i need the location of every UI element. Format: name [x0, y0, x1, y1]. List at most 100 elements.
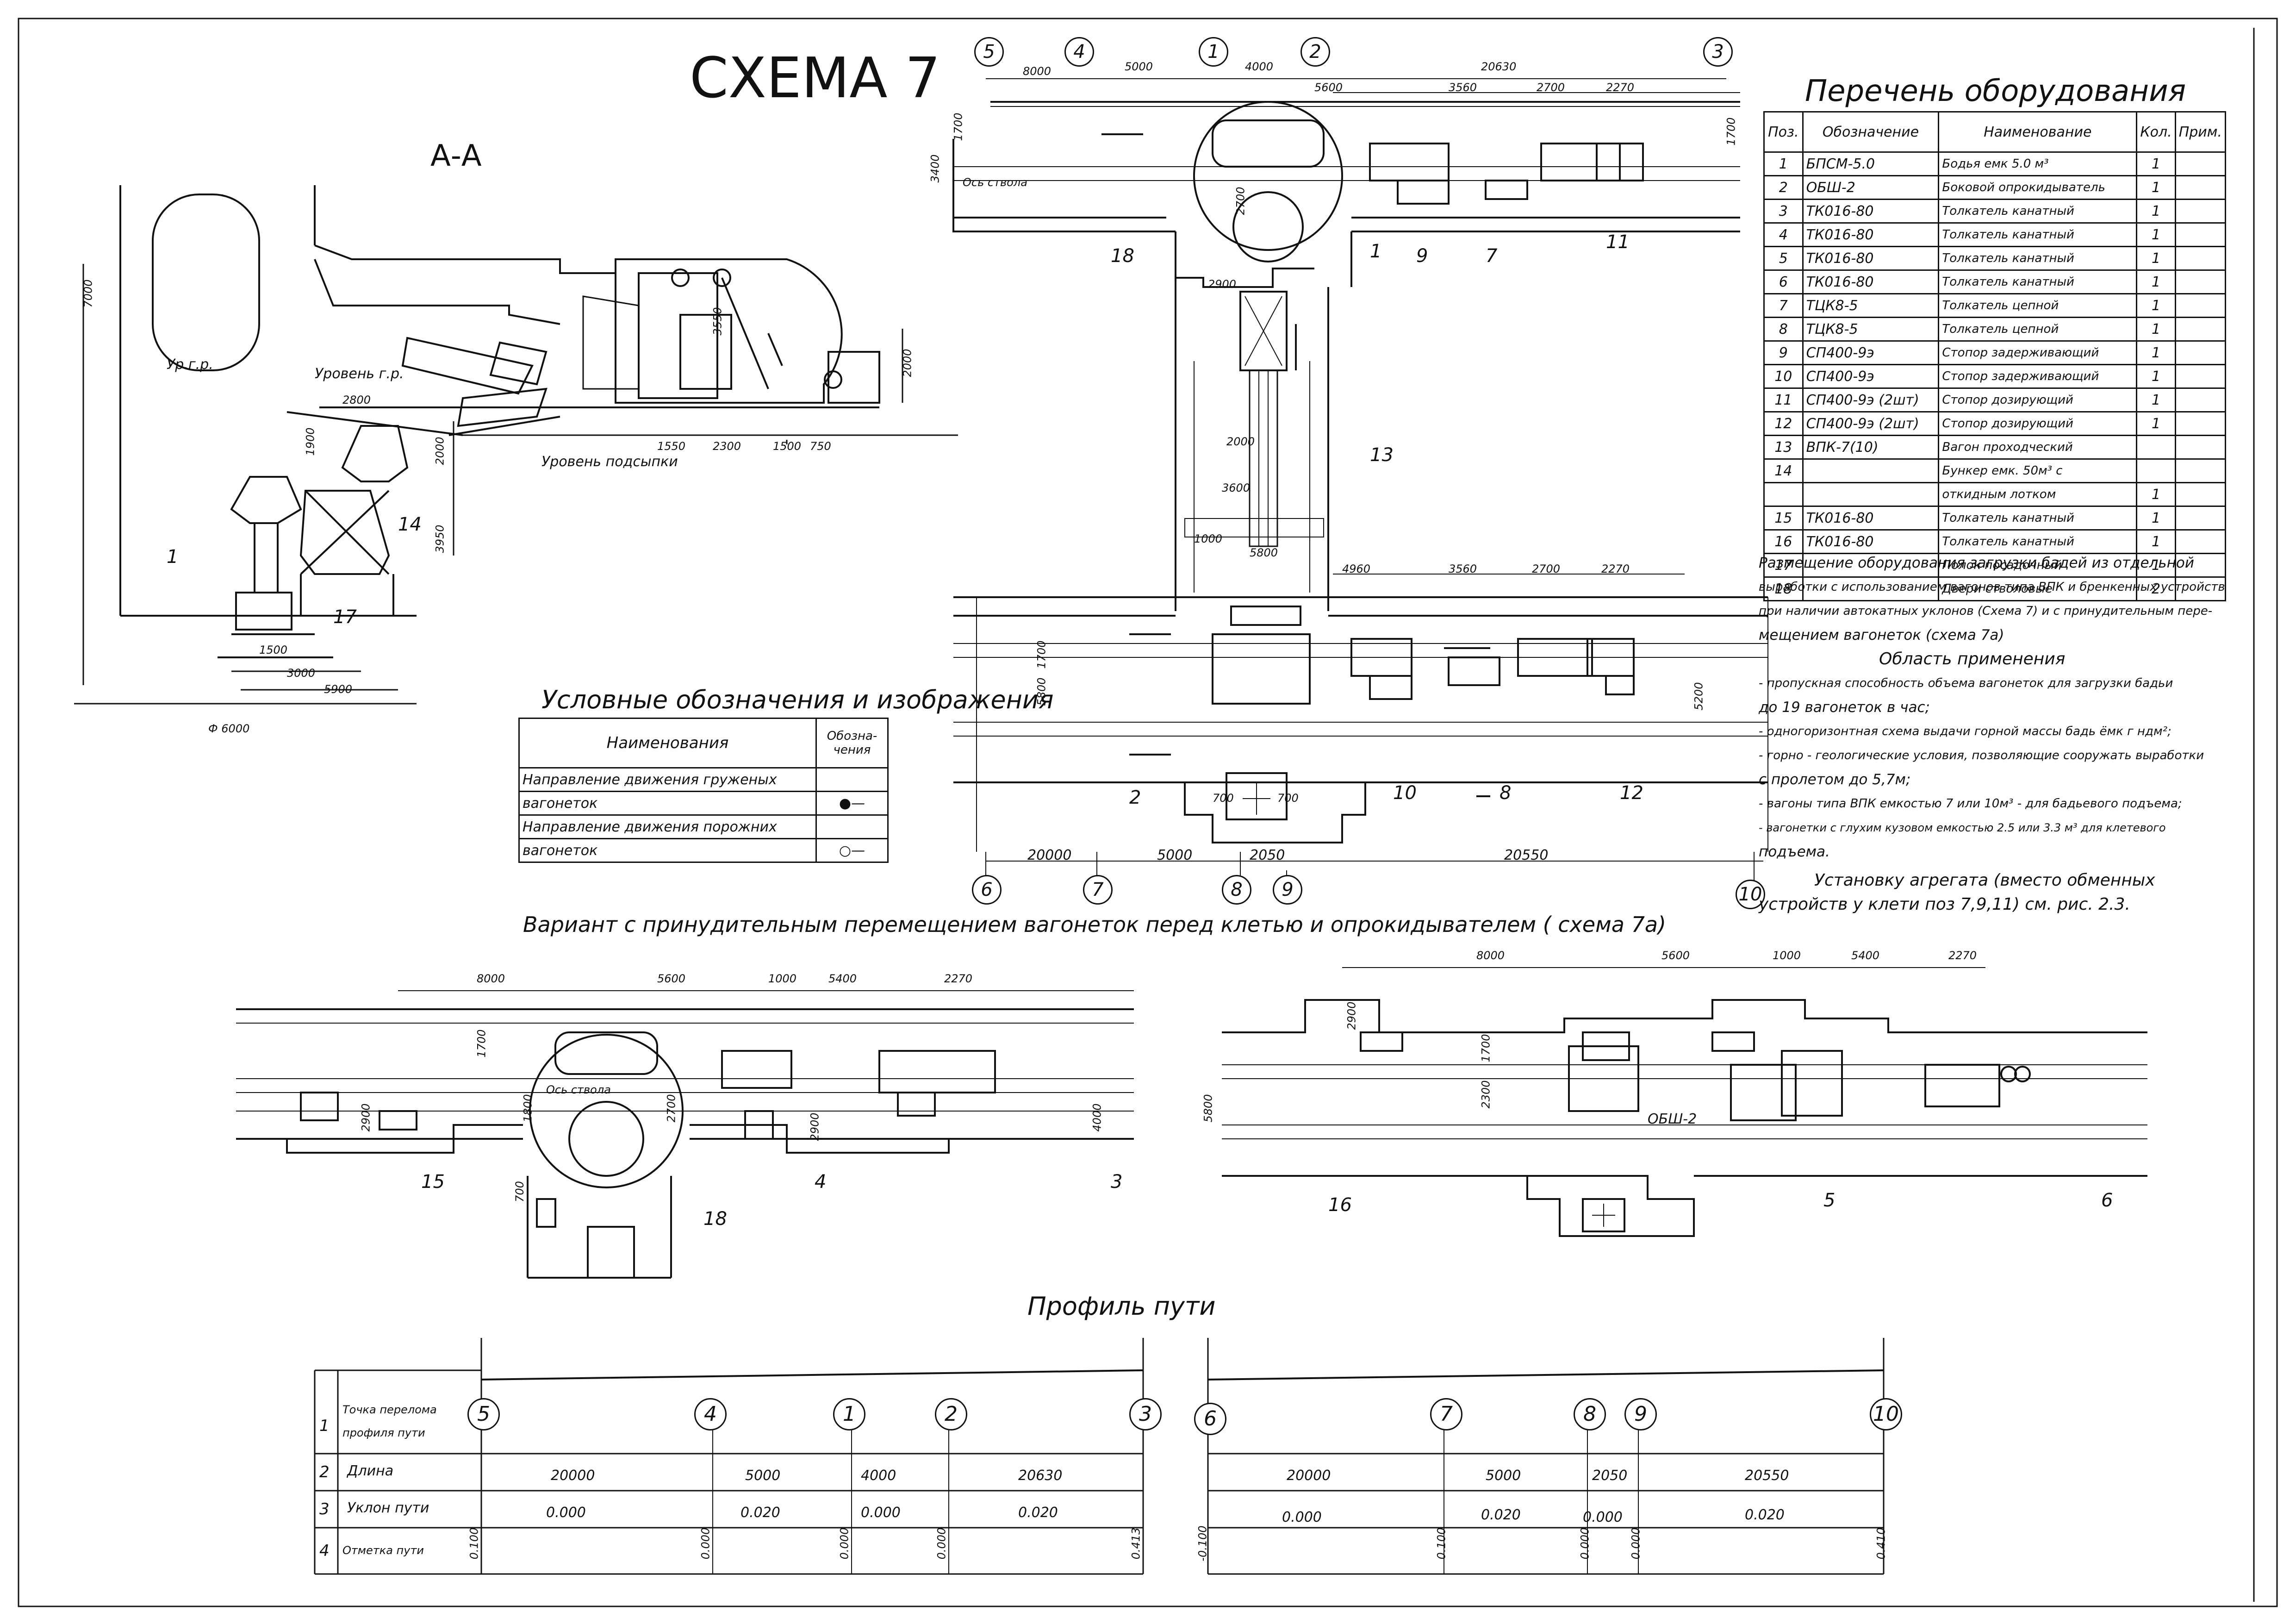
legend-row: Направление движения груженых — [518, 767, 817, 792]
profile-slope: 0.000 — [546, 1505, 586, 1521]
profile-elevation: -0.100 — [1196, 1525, 1209, 1562]
profile-elevation: 0.000 — [1578, 1527, 1592, 1560]
equipment-table-cell: БПСМ-5.0 — [1802, 151, 1940, 176]
equipment-table-header: Обозначение — [1802, 111, 1940, 153]
dimension-label: 5800 — [1250, 546, 1278, 559]
dimension-label: 1700 — [952, 112, 965, 141]
equipment-table-cell: 1 — [2136, 222, 2176, 247]
dimension-label: 2900 — [1345, 1001, 1358, 1030]
profile-elevation: 0.000 — [1629, 1527, 1643, 1560]
profile-row-label: Уклон пути — [347, 1500, 429, 1516]
dimension-label: 1500 — [259, 643, 288, 656]
callout: 10 — [1393, 782, 1417, 804]
equipment-table-cell: 1 — [2136, 293, 2176, 318]
notes-item: - вагоны типа ВПК емкостью 7 или 10м³ - … — [1759, 797, 2182, 811]
legend-header: Наименования — [518, 718, 817, 768]
notes-item: - одногоризонтная схема выдачи горной ма… — [1759, 725, 2172, 738]
profile-point-marker: 4 — [694, 1398, 727, 1430]
equipment-table-header: Наименование — [1938, 111, 2138, 153]
profile-drawing — [314, 1338, 1885, 1575]
callout: 1 — [1370, 241, 1382, 262]
sheet-title: СХЕМА 7 — [690, 46, 940, 111]
equipment-table-cell: 7 — [1763, 293, 1804, 318]
equipment-table-cell — [1802, 576, 1940, 601]
equipment-table-header: Кол. — [2136, 111, 2176, 153]
equipment-table-cell: СП400-9э — [1802, 340, 1940, 365]
equipment-table-cell: Стопор дозирующий — [1938, 387, 2138, 412]
profile-point-marker: 9 — [1624, 1398, 1657, 1430]
equipment-table-cell: ТК016-80 — [1802, 199, 1940, 224]
profile-point-marker: 6 — [1194, 1403, 1226, 1435]
profile-row-label: Отметка пути — [342, 1544, 424, 1557]
callout: 7 — [1486, 245, 1498, 267]
notes-intro-line: Размещение оборудования загрузки бадей и… — [1759, 555, 2195, 571]
equipment-table-cell: 1 — [2136, 482, 2176, 507]
notes-item: - горно - геологические условия, позволя… — [1759, 749, 2204, 762]
equipment-table-cell: 1 — [2136, 317, 2176, 342]
profile-row-number: 1 — [319, 1417, 330, 1435]
dimension-label: 1000 — [1194, 532, 1223, 545]
profile-point-marker: 1 — [833, 1398, 865, 1430]
equipment-table-cell: СП400-9э — [1802, 364, 1940, 389]
profile-slope: 0.000 — [1282, 1509, 1322, 1525]
dimension-label: 1700 — [475, 1029, 488, 1058]
equipment-table-cell: 2 — [1763, 175, 1804, 200]
equipment-table-cell: ТЦК8-5 — [1802, 317, 1940, 342]
profile-length: 5000 — [745, 1468, 781, 1484]
callout: 14 — [398, 514, 422, 535]
equipment-table-cell: 1 — [2136, 553, 2176, 578]
dimension-label: 3950 — [433, 525, 447, 553]
profile-length: 20000 — [1287, 1468, 1331, 1484]
callout: 13 — [1370, 444, 1394, 466]
profile-point-marker: 7 — [1430, 1398, 1462, 1430]
dimension-label: 3560 — [1449, 562, 1477, 575]
callout: 11 — [1606, 231, 1630, 253]
notes-intro-line: выработки с использованием вагонов типа … — [1759, 580, 2225, 594]
notes-item: - вагонетки с глухим кузовом емкостью 2.… — [1759, 821, 2166, 834]
profile-elevation: 0.000 — [935, 1527, 948, 1560]
equipment-table-cell: 3 — [1763, 199, 1804, 224]
equipment-table-cell — [2174, 387, 2227, 412]
equipment-table-cell: Толкатель канатный — [1938, 269, 2138, 294]
axis-marker: 1 — [1199, 37, 1228, 67]
notes-item: с пролетом до 5,7м; — [1759, 771, 1911, 788]
dimension-label: 8000 — [1023, 65, 1052, 78]
profile-slope: 0.000 — [861, 1505, 901, 1521]
dimension-label: 2700 — [665, 1094, 678, 1123]
profile-length: 4000 — [861, 1468, 896, 1484]
callout: 9 — [1416, 245, 1428, 267]
dimension-label: 5800 — [1201, 1094, 1215, 1123]
equipment-table-cell — [1802, 482, 1940, 507]
equipment-table-cell — [2174, 340, 2227, 365]
equipment-table-cell — [2174, 269, 2227, 294]
axis-marker: 2 — [1300, 37, 1330, 67]
dimension-label: 3560 — [1449, 81, 1477, 94]
profile-point-marker: 3 — [1129, 1398, 1162, 1430]
profile-elevation: 0.413 — [1129, 1527, 1143, 1560]
variant-right-drawing — [1222, 967, 2147, 1237]
callout: 4 — [815, 1171, 827, 1193]
section-level-label: Уровень г.р. — [315, 366, 404, 382]
equipment-table-cell: 1 — [2136, 269, 2176, 294]
equipment-table-cell — [2174, 317, 2227, 342]
dimension-label: 20000 — [1027, 847, 1072, 863]
dimension-label: 2300 — [713, 440, 741, 453]
dimension-label: 2700 — [1537, 81, 1565, 94]
equipment-table-cell — [2174, 411, 2227, 436]
equipment-table-cell — [2174, 482, 2227, 507]
equipment-table-cell — [2174, 529, 2227, 554]
profile-elevation: 0.100 — [1435, 1527, 1448, 1560]
dimension-label: 750 — [810, 440, 831, 453]
equipment-table-cell — [2174, 175, 2227, 200]
notes-block: Размещение оборудования загрузки бадей и… — [1759, 551, 2225, 917]
profile-slope: 0.000 — [1583, 1509, 1623, 1525]
callout: 16 — [1328, 1194, 1352, 1216]
